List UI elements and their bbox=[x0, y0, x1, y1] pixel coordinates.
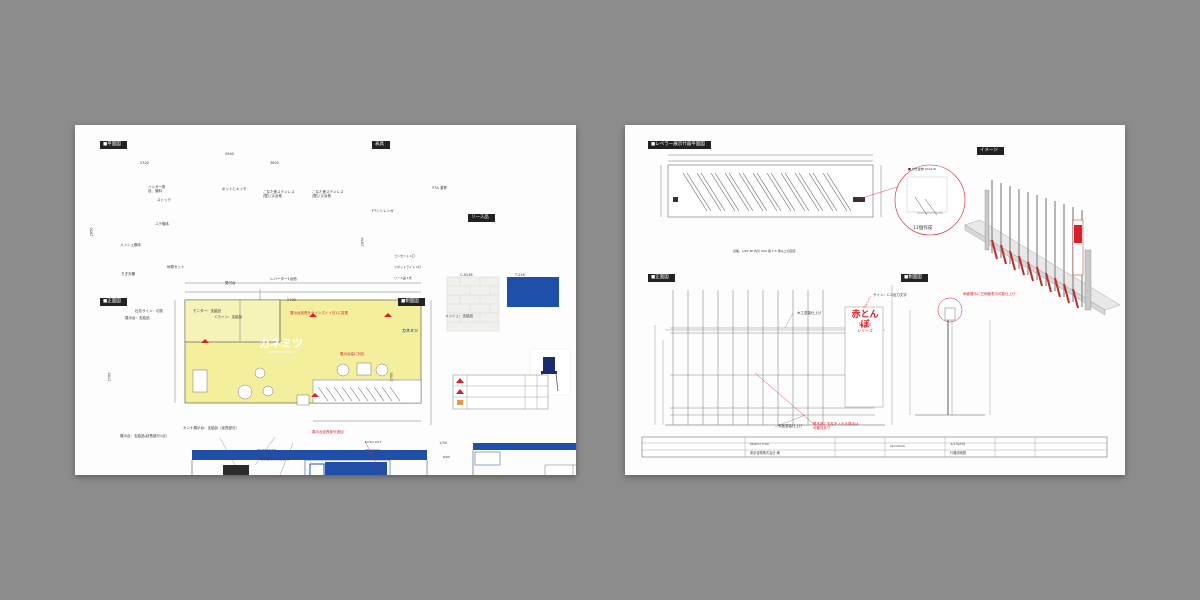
texture-caption: FTシトレンガ bbox=[372, 209, 394, 213]
plan-label-lever-unit: レバーター1台他 bbox=[270, 277, 297, 281]
plan-label-mesh: メッシュ棚本 bbox=[120, 243, 141, 247]
perspective-image bbox=[964, 180, 1121, 316]
front-bottom-note-1: カンナ展示台：支給品（延長部分） bbox=[183, 426, 239, 430]
left-tb-scale: 1/30 bbox=[439, 441, 447, 445]
dim-right-part: 3620 bbox=[270, 161, 279, 165]
legend-table bbox=[452, 374, 549, 410]
side-elevation-label: ■側面図 bbox=[398, 298, 425, 306]
legend-row-3: リース品 1式 bbox=[394, 276, 412, 280]
right-drawing-lines bbox=[641, 154, 1121, 458]
right-drawing-sheet: ■レベラー展示什器平面図 イメージ ■正面図 ■側面図 ■ 付き金物 SCA1/… bbox=[625, 125, 1125, 475]
front-label-monitor: モニター：支給品 bbox=[193, 309, 221, 313]
dim-bottom-width: 2700 bbox=[287, 298, 296, 302]
right-tb-date: 2013.06.06 bbox=[890, 445, 905, 448]
right-title-block bbox=[641, 436, 1108, 458]
lever-plan-section-label: ■レベラー展示什器平面図 bbox=[648, 141, 711, 149]
lever-rack-side bbox=[909, 297, 991, 416]
redline-note-2: 展示台高に対応 bbox=[340, 352, 365, 356]
plan-section-label: ■平面図 bbox=[100, 141, 127, 149]
right-tb-project: PROJECT TITLE bbox=[750, 443, 770, 446]
monitor bbox=[223, 465, 249, 475]
redline-note-3: 展示台延長部分追加 bbox=[312, 430, 344, 434]
front-elevation-label: ■正面図 bbox=[100, 298, 127, 306]
sign-side-label: サイン：C.S出力文字 bbox=[873, 293, 907, 297]
table-code: T-216 bbox=[515, 273, 525, 277]
finish-top-label: 木工塗装仕上げ bbox=[797, 311, 822, 315]
sign-text-series-jp: シリーズ bbox=[857, 328, 873, 333]
side-fascia bbox=[473, 443, 576, 450]
right-tb-drawing: 什器詳細図 bbox=[950, 451, 966, 455]
sign-text-series: Series bbox=[858, 322, 872, 327]
legend-row-2: スポットライト 1灯 bbox=[394, 265, 421, 269]
redline-front-note: 根本部に支柱を入れる場合は 可動性あり bbox=[813, 422, 859, 430]
brand-logo-text: カネミツ bbox=[259, 337, 303, 350]
right-tb-company: 東京金物株式会社 様 bbox=[750, 451, 780, 455]
dim-depth-left: 2950 bbox=[89, 227, 94, 237]
front-section-label: ■正面図 bbox=[648, 274, 675, 282]
left-drawing-sheet: ■平面図 表具 リース品 ■正面図 ■側面図 5940 2320 3620 29… bbox=[75, 125, 576, 475]
plan-label-stainless-a: こなた差ステンレス (壁い)1台他 bbox=[263, 190, 295, 198]
plan-label-stock: ストック bbox=[157, 198, 171, 202]
dim-left-part: 2320 bbox=[140, 161, 149, 165]
dim-height-left: 2700 bbox=[107, 372, 112, 382]
brand-logo-panel bbox=[325, 462, 387, 475]
base-note: 基盤：L/P1.3P 内引 SCA 用 1.5 用以上の固定 bbox=[733, 249, 796, 253]
side-logo-text: カネミツ bbox=[402, 328, 418, 333]
plan-label-reception: 受付台 bbox=[225, 281, 236, 285]
right-tb-scale: 1/15(A3) bbox=[950, 442, 966, 446]
dim-height-side: 2700 bbox=[389, 372, 394, 382]
plan-label-display: ちぎ天棚 bbox=[121, 272, 135, 276]
blue-caption: Y7A 濃青 bbox=[432, 186, 447, 190]
legend-row-1: コンセント 1口 bbox=[394, 254, 415, 258]
brand-logo-sub: KANEMITSU GROUP bbox=[268, 351, 294, 354]
left-drawing-lines bbox=[174, 276, 576, 475]
redline-note-1: 展示台延長をサインズイイ日1に変更 bbox=[290, 311, 349, 315]
lease-section-label: リース品 bbox=[468, 214, 495, 222]
left-tb-exhibit: Exhibit 2013 bbox=[365, 441, 382, 444]
materials-section-label: 表具 bbox=[372, 141, 390, 149]
detail-tag: ■ 付き金物 SCA1/8 bbox=[908, 167, 936, 171]
left-tb-sheet: plan bbox=[443, 455, 450, 459]
redline-side-note: 両面展示に左側面表示可能仕上げ bbox=[963, 292, 1016, 296]
detail-count: 11個作成 bbox=[913, 226, 933, 231]
front-label-sign: 社名サイン：切抜 bbox=[135, 309, 163, 313]
plan-label-shelf: ユテ棚本 bbox=[155, 222, 169, 226]
dim-total-width: 5940 bbox=[225, 152, 234, 156]
front-bottom-note-2: 展示台：支給品(延長部分1点） bbox=[120, 434, 170, 438]
image-section-label: イメージ bbox=[977, 147, 1004, 155]
plan-label-stainless-b: こなた差ステンレス (壁い)1台他 bbox=[312, 190, 344, 198]
plan-label-pot: ポットとキッチ bbox=[222, 187, 247, 191]
side-label-mesh: メッシュ：支給品 bbox=[445, 314, 473, 318]
blue-color-swatch bbox=[507, 277, 559, 307]
front-label-display: 展示台：支給品 bbox=[125, 316, 150, 320]
lever-arms-plan bbox=[682, 172, 852, 212]
left-tb-date: 2013.06.06 bbox=[365, 449, 380, 452]
plan-label-table: 休憩セット bbox=[167, 265, 185, 269]
sign-text-main: 赤とんぼ bbox=[851, 310, 879, 330]
left-tb-project: PROJECT TITLE bbox=[257, 449, 277, 452]
dim-depth-right: 2970 bbox=[360, 237, 365, 247]
finish-bottom-label: 天板塗装仕上げ bbox=[778, 424, 803, 428]
plan-label-hanger: ハンガー掛 目、値料 bbox=[148, 185, 166, 193]
chair-code: C-0138 bbox=[460, 273, 473, 277]
front-fascia bbox=[192, 450, 427, 460]
lever-rack-plan bbox=[667, 164, 874, 218]
plan-lever-rack bbox=[317, 386, 401, 402]
left-tb-company: 東京金物株式会社 様 bbox=[260, 457, 290, 461]
front-label-c-line: Cライン：支給品 bbox=[215, 315, 242, 319]
side-section-label: ■側面図 bbox=[901, 274, 928, 282]
